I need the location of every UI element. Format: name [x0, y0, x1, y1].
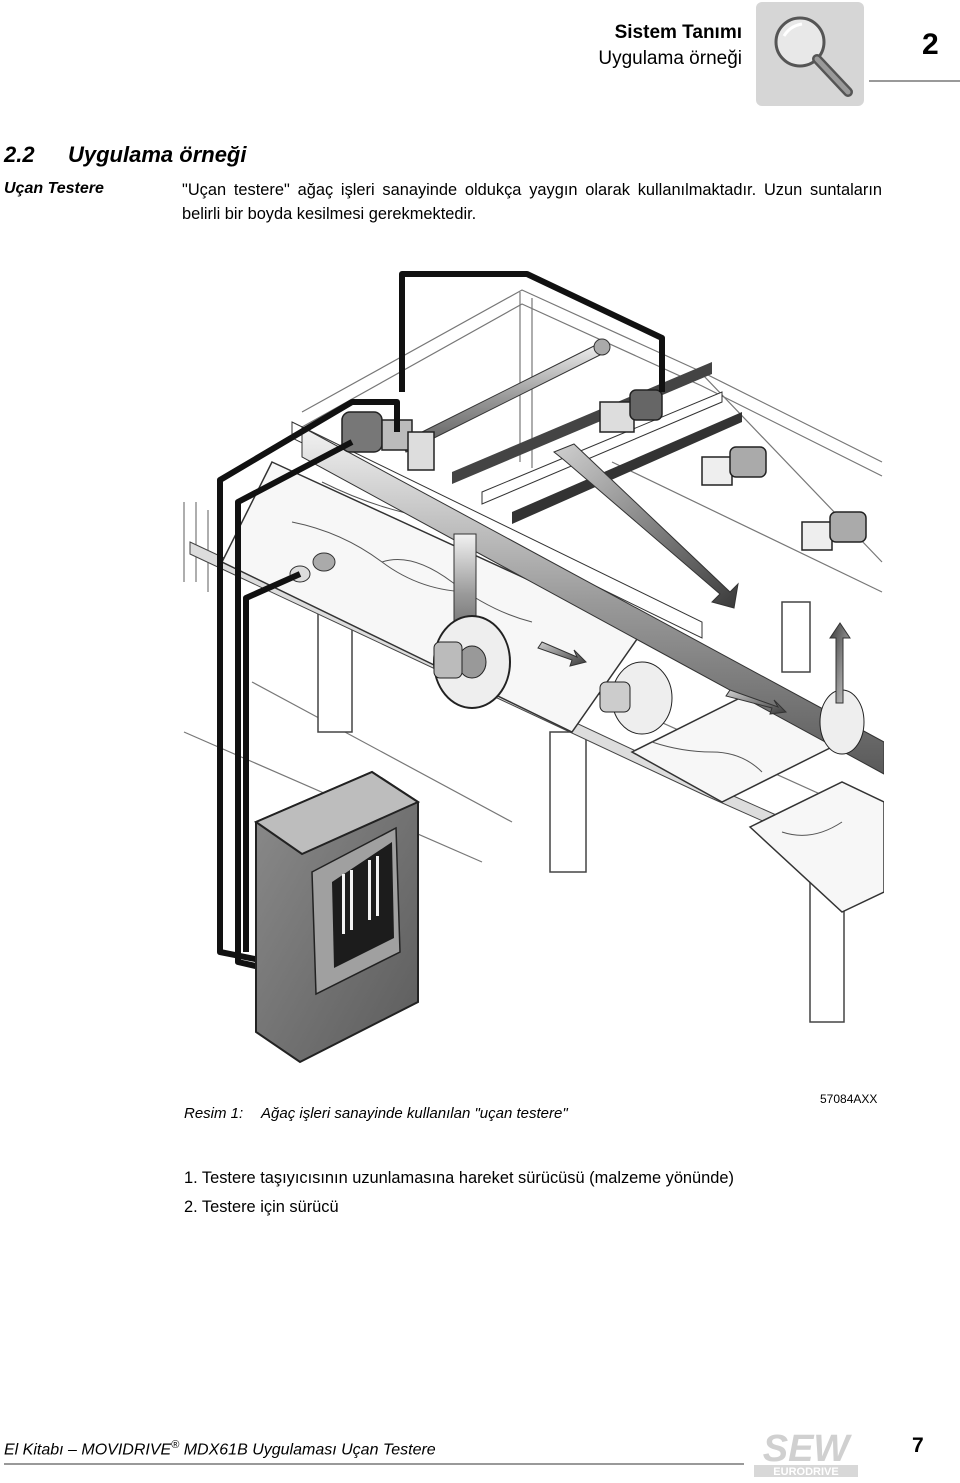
flying-saw-illustration [182, 262, 885, 1082]
list-item: 2. Testere için sürücü [184, 1198, 339, 1216]
header-subtitle: Uygulama örneği [598, 48, 742, 69]
header-rule [869, 80, 960, 82]
magnifier-icon [756, 2, 864, 106]
figure-caption-label: Resim 1: [184, 1105, 244, 1122]
logo-sew-text: SEW [763, 1428, 853, 1470]
section-number: 2.2 [4, 142, 35, 167]
footer-rule [4, 1463, 744, 1465]
header-title: Sistem Tanımı [614, 22, 742, 43]
page-number: 7 [912, 1434, 924, 1457]
footer-manual-subtitle: MDX61B Uygulaması Uçan Testere [179, 1441, 436, 1459]
sew-eurodrive-logo: SEW EURODRIVE [752, 1428, 860, 1478]
logo-eurodrive-text: EURODRIVE [773, 1466, 838, 1478]
figure-caption: Ağaç işleri sanayinde kullanılan "uçan t… [261, 1105, 568, 1122]
list-item: 1. Testere taşıyıcısının uzunlamasına ha… [184, 1169, 734, 1187]
drive-list: 1. Testere taşıyıcısının uzunlamasına ha… [184, 1164, 734, 1222]
chapter-number: 2 [922, 28, 939, 61]
registered-mark: ® [171, 1439, 180, 1451]
intro-paragraph: "Uçan testere" ağaç işleri sanayinde old… [182, 181, 882, 223]
figure-id: 57084AXX [820, 1092, 878, 1106]
footer-text: El Kitabı – MOVIDRIVE® MDX61B Uygulaması… [4, 1439, 436, 1459]
section-title: Uygulama örneği [68, 142, 247, 167]
margin-label: Uçan Testere [4, 180, 104, 197]
footer-manual-title: El Kitabı – MOVIDRIVE [4, 1441, 172, 1459]
